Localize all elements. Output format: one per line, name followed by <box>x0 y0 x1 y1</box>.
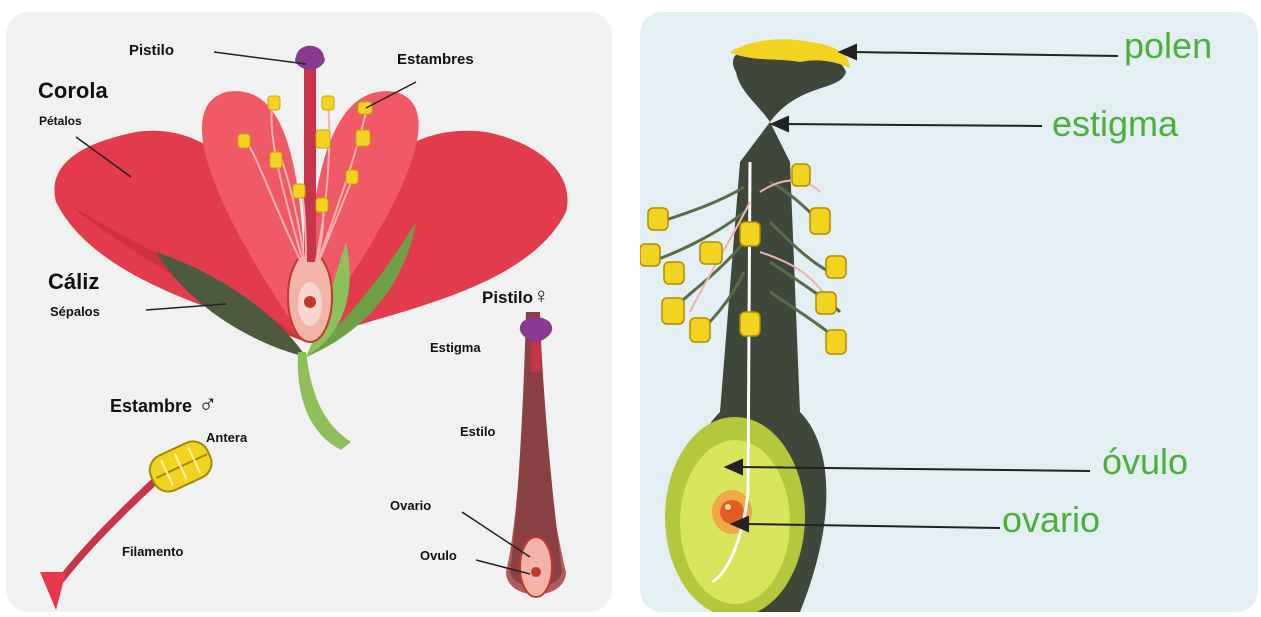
male-symbol: ♂ <box>198 388 218 418</box>
label-estambres: Estambres <box>397 51 474 68</box>
flower-stem <box>298 352 351 450</box>
isolated-pistil <box>506 312 566 597</box>
pistil-cross-section-illustration: polen estigma óvulo ovario <box>640 12 1258 612</box>
ovary-body <box>665 122 826 612</box>
label-ovario: Ovario <box>390 498 431 513</box>
female-symbol: ♀ <box>533 283 550 308</box>
label-estambre-male: Estambre♂ <box>110 388 218 418</box>
label-filamento: Filamento <box>122 544 183 559</box>
label-antera: Antera <box>206 430 248 445</box>
label-caliz: Cáliz <box>48 269 99 294</box>
flower-ovary <box>288 252 332 342</box>
pistil-cross-section-panel: polen estigma óvulo ovario <box>640 12 1258 612</box>
label-estilo: Estilo <box>460 424 495 439</box>
flower-anatomy-panel: Pistilo Estambres Corola Pétalos Cáliz S… <box>6 12 612 612</box>
label-polen: polen <box>1124 25 1212 66</box>
flower-anatomy-illustration: Pistilo Estambres Corola Pétalos Cáliz S… <box>6 12 612 612</box>
label-ovario-right: ovario <box>1002 499 1100 540</box>
label-corola: Corola <box>38 78 108 103</box>
label-pistilo: Pistilo <box>129 42 174 59</box>
flower-stigma <box>295 46 325 70</box>
label-ovulo: Ovulo <box>420 548 457 563</box>
label-estigma: Estigma <box>430 340 481 355</box>
isolated-stamen <box>40 436 217 610</box>
label-ovulo-right: óvulo <box>1102 441 1188 482</box>
label-pistilo-female: Pistilo♀ <box>482 283 550 308</box>
label-petalos: Pétalos <box>39 114 82 128</box>
stigma-pollen <box>730 39 850 122</box>
label-estigma-right: estigma <box>1052 103 1179 144</box>
label-sepalos: Sépalos <box>50 304 100 319</box>
